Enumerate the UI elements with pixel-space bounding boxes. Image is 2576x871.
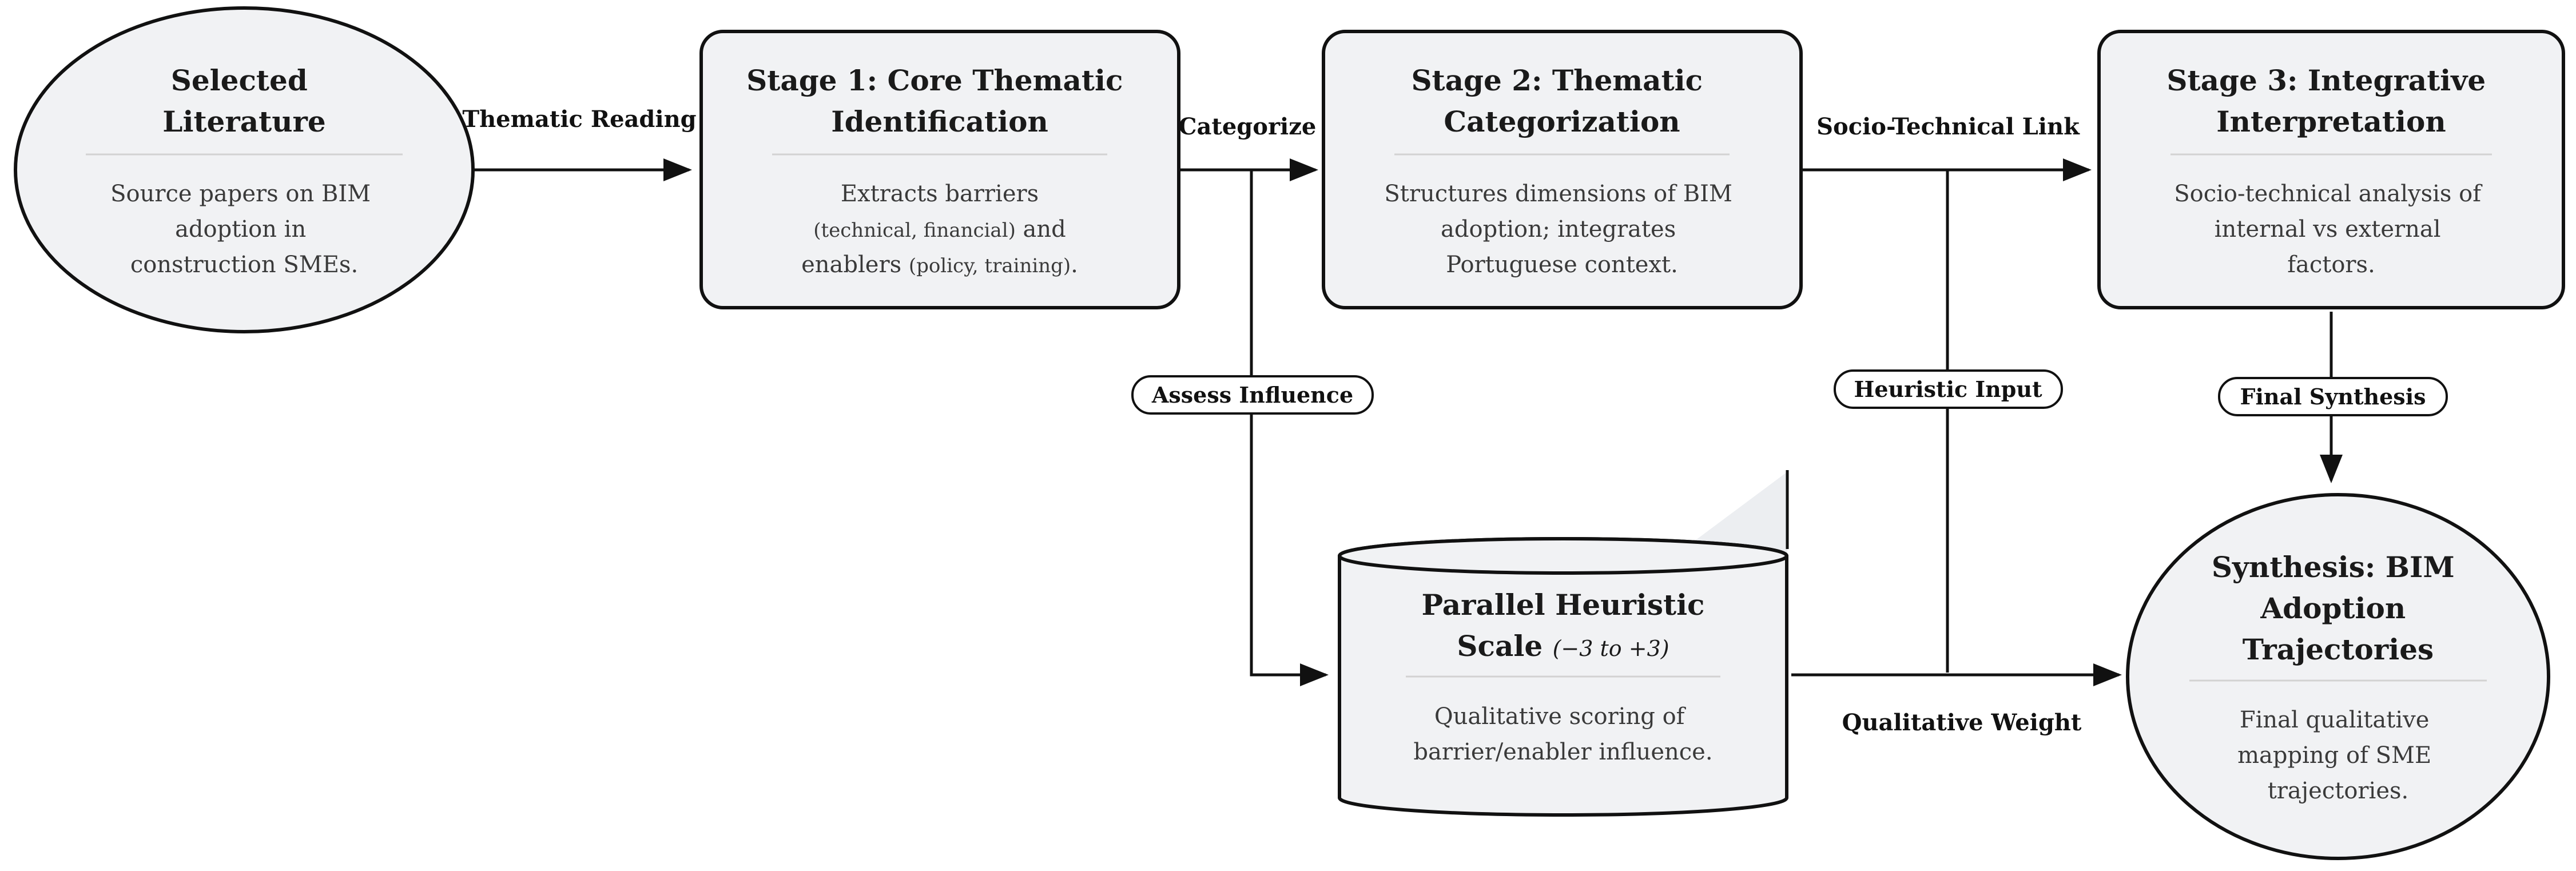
node-stage-1-shape <box>699 30 1180 309</box>
label-final-synthesis-text: Final Synthesis <box>2240 384 2426 409</box>
node-synthesis: Synthesis: BIM Adoption Trajectories Fin… <box>2126 493 2550 860</box>
edge-labels-layer: Thematic Reading Categorize Socio-Techni… <box>462 106 2448 736</box>
node-stage-3: Stage 3: Integrative Interpretation Soci… <box>2097 30 2565 309</box>
node-stage-1-description: Extracts barriers <box>841 181 1039 207</box>
node-heuristic-scale-description: Qualitative scoring of barrier/enabler i… <box>1413 703 1712 765</box>
label-heuristic-input-pill <box>1834 369 2063 409</box>
node-stage-1-description-line3: enablers (policy, training). <box>801 252 1078 278</box>
node-selected-literature: Selected Literature Source papers on BIM… <box>14 6 475 333</box>
node-stage-2-shape <box>1322 30 1803 309</box>
node-stage-2-description: Structures dimensions of BIM adoption; i… <box>1384 181 1739 278</box>
node-heuristic-scale-title-line2: Scale (−3 to +3) <box>1457 629 1669 663</box>
label-categorize: Categorize <box>1179 113 1317 140</box>
label-thematic-reading: Thematic Reading <box>462 106 696 133</box>
edge-assess-influence <box>1250 170 1329 686</box>
label-final-synthesis-pill <box>2218 377 2448 416</box>
node-stage-3-description: Socio-technical analysis of internal vs … <box>2174 181 2488 278</box>
node-heuristic-scale-title: Parallel Heuristic <box>1421 588 1704 622</box>
node-stage-2: Stage 2: Thematic Categorization Structu… <box>1322 30 1803 309</box>
node-synthesis-description: Final qualitative mapping of SME traject… <box>2237 707 2439 804</box>
node-stage-1: Stage 1: Core Thematic Identification Ex… <box>699 30 1180 309</box>
node-heuristic-scale: Parallel Heuristic Scale (−3 to +3) Qual… <box>1338 470 1789 817</box>
label-assess-influence: Assess Influence <box>1131 375 1374 415</box>
node-heuristic-scale-top <box>1338 537 1788 575</box>
label-final-synthesis: Final Synthesis <box>2218 377 2448 416</box>
node-selected-literature-shape <box>14 6 475 333</box>
label-assess-influence-text: Assess Influence <box>1151 382 1353 408</box>
node-stage-3-shape <box>2097 30 2565 309</box>
label-assess-influence-pill <box>1131 375 1374 415</box>
node-stage-3-title: Stage 3: Integrative Interpretation <box>2166 63 2495 138</box>
node-selected-literature-title: Selected Literature <box>162 63 325 138</box>
node-stage-1-title: Stage 1: Core Thematic Identification <box>746 63 1133 138</box>
label-heuristic-input: Heuristic Input <box>1834 369 2063 409</box>
node-synthesis-shape <box>2126 493 2550 860</box>
node-synthesis-title: Synthesis: BIM Adoption Trajectories <box>2212 550 2464 666</box>
node-selected-literature-description: Source papers on BIM adoption in constru… <box>110 181 378 278</box>
label-qualitative-weight: Qualitative Weight <box>1842 709 2082 736</box>
node-stage-1-description-line2: (technical, financial) and <box>813 216 1066 242</box>
label-heuristic-input-text: Heuristic Input <box>1854 376 2042 402</box>
label-socio-technical-link: Socio-Technical Link <box>1816 113 2080 140</box>
node-stage-2-title: Stage 2: Thematic Categorization <box>1411 63 1712 138</box>
